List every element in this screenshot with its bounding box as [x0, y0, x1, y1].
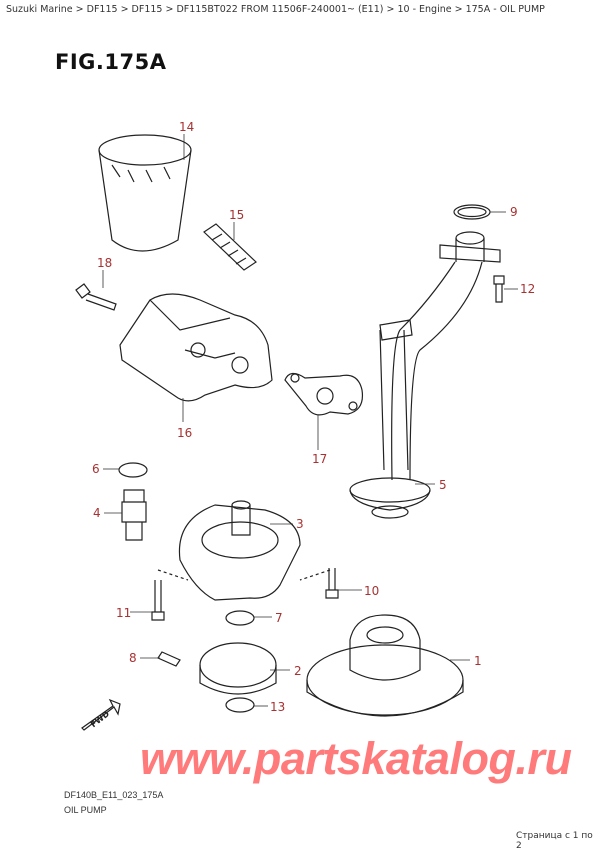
callout-12[interactable]: 12 [520, 282, 535, 296]
callout-11[interactable]: 11 [116, 606, 131, 620]
bolt-part-11[interactable] [151, 580, 165, 621]
callout-8[interactable]: 8 [129, 651, 137, 665]
inner-rotor-part[interactable] [199, 642, 277, 695]
bolt-part-10[interactable] [325, 568, 339, 599]
fitting-part[interactable] [121, 489, 147, 541]
pump-housing-part[interactable] [157, 500, 331, 601]
stud-part[interactable] [203, 223, 257, 271]
diagram-code: DF140B_E11_023_175A [64, 790, 164, 800]
callout-18[interactable]: 18 [97, 256, 112, 270]
callout-10[interactable]: 10 [364, 584, 379, 598]
gasket-part[interactable] [284, 372, 364, 416]
bolt-part-12[interactable] [493, 275, 505, 303]
callout-5[interactable]: 5 [439, 478, 447, 492]
callout-7[interactable]: 7 [275, 611, 283, 625]
ring-part[interactable] [225, 697, 255, 713]
callout-1[interactable]: 1 [474, 654, 482, 668]
filter-housing-part[interactable] [119, 293, 273, 402]
callout-2[interactable]: 2 [294, 664, 302, 678]
figure-title: FIG.175A [55, 50, 167, 74]
seal-part[interactable] [118, 462, 148, 478]
fwd-arrow-icon: FWD [81, 698, 121, 731]
watermark: www.partskatalog.ru [140, 733, 572, 784]
callout-14[interactable]: 14 [179, 120, 194, 134]
callout-16[interactable]: 16 [177, 426, 192, 440]
callout-15[interactable]: 15 [229, 208, 244, 222]
diagram-title: OIL PUMP [64, 805, 107, 815]
oil-filter-part[interactable] [98, 134, 192, 252]
callout-13[interactable]: 13 [270, 700, 285, 714]
outer-rotor-part[interactable] [306, 614, 464, 717]
page-indicator: Страница с 1 по 2 [516, 831, 593, 851]
bolt-part[interactable] [75, 283, 117, 311]
oil-strainer-part[interactable] [349, 231, 501, 519]
o-ring-part-7[interactable] [225, 610, 255, 626]
callout-4[interactable]: 4 [93, 506, 101, 520]
callout-6[interactable]: 6 [92, 462, 100, 476]
callout-17[interactable]: 17 [312, 452, 327, 466]
breadcrumb[interactable]: Suzuki Marine > DF115 > DF115 > DF115BT0… [6, 4, 545, 15]
callout-3[interactable]: 3 [296, 517, 304, 531]
pin-part[interactable] [157, 651, 181, 667]
callout-9[interactable]: 9 [510, 205, 518, 219]
